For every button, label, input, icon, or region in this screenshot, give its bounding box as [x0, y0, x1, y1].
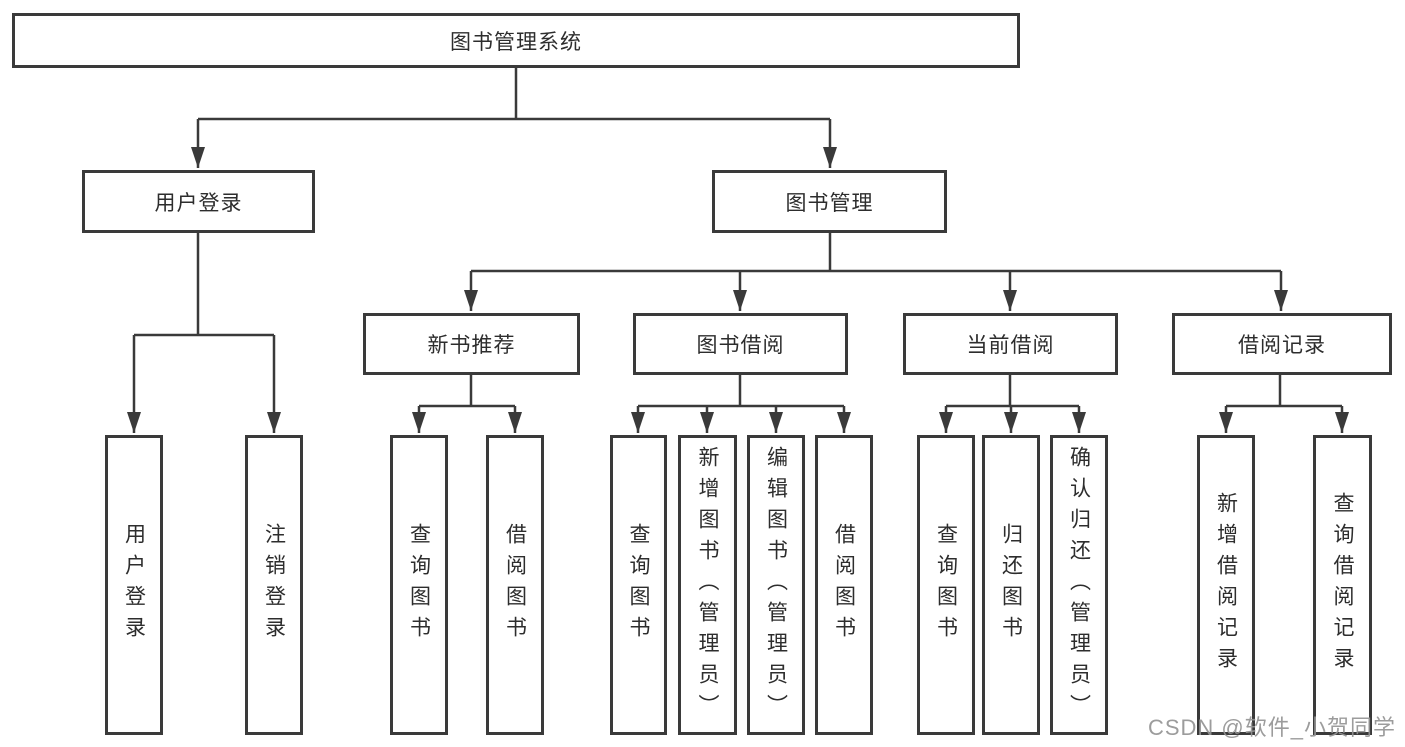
node-user-login: 用户登录 — [82, 170, 315, 233]
leaf-label: 查询图书 — [627, 523, 650, 647]
leaf-query-books-recommend: 查询图书 — [390, 435, 448, 735]
leaf-query-borrow-record: 查询借阅记录 — [1313, 435, 1372, 735]
leaf-label: 新增图书（管理员） — [696, 445, 719, 725]
node-book-borrowing: 图书借阅 — [633, 313, 848, 375]
node-label: 当前借阅 — [966, 334, 1055, 357]
leaf-user-login: 用户登录 — [105, 435, 163, 735]
node-label: 新书推荐 — [427, 334, 516, 357]
leaf-label: 新增借阅记录 — [1214, 492, 1238, 678]
node-label: 图书管理系统 — [450, 30, 582, 54]
leaf-add-borrow-record: 新增借阅记录 — [1197, 435, 1255, 735]
leaf-label: 确认归还（管理员） — [1067, 445, 1091, 725]
node-new-book-recommendation: 新书推荐 — [363, 313, 580, 375]
node-current-borrowing: 当前借阅 — [903, 313, 1118, 375]
leaf-borrow-books-recommend: 借阅图书 — [486, 435, 544, 735]
watermark: CSDN @软件_小贺同学 — [1147, 715, 1396, 740]
leaf-label: 用户登录 — [122, 523, 146, 647]
node-label: 借阅记录 — [1238, 334, 1326, 357]
node-book-management: 图书管理 — [712, 170, 947, 233]
leaf-logout-login: 注销登录 — [245, 435, 303, 735]
leaf-label: 借阅图书 — [503, 523, 527, 647]
leaf-label: 查询图书 — [934, 523, 958, 647]
leaf-query-books-borrowing: 查询图书 — [610, 435, 667, 735]
node-label: 图书管理 — [785, 191, 874, 215]
leaf-add-books-admin: 新增图书（管理员） — [678, 435, 737, 735]
leaf-borrow-books-borrowing: 借阅图书 — [815, 435, 873, 735]
node-library-system: 图书管理系统 — [12, 13, 1020, 68]
leaf-query-books-current: 查询图书 — [917, 435, 975, 735]
leaf-label: 查询借阅记录 — [1331, 492, 1354, 678]
leaf-confirm-return-admin: 确认归还（管理员） — [1050, 435, 1108, 735]
leaf-label: 归还图书 — [999, 523, 1023, 647]
leaf-label: 借阅图书 — [832, 523, 856, 647]
leaf-edit-books-admin: 编辑图书（管理员） — [747, 435, 805, 735]
node-label: 用户登录 — [154, 191, 243, 215]
leaf-label: 编辑图书（管理员） — [764, 445, 788, 725]
leaf-return-books: 归还图书 — [982, 435, 1040, 735]
node-label: 图书借阅 — [696, 334, 785, 357]
leaf-label: 注销登录 — [262, 523, 286, 647]
node-borrowing-records: 借阅记录 — [1172, 313, 1392, 375]
leaf-label: 查询图书 — [407, 523, 431, 647]
